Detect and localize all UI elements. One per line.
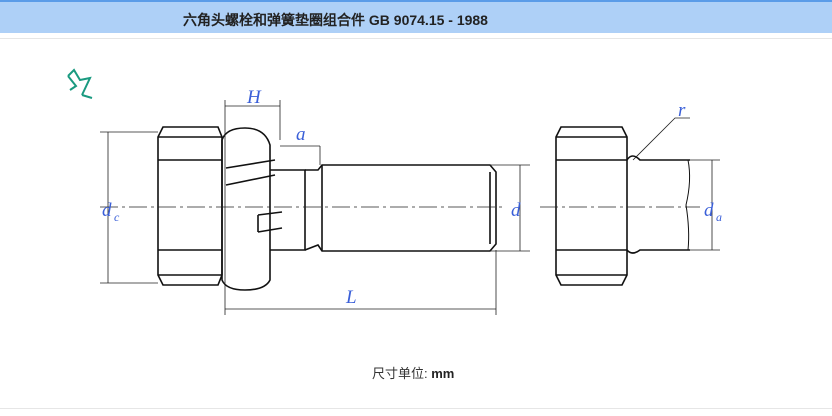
label-H: H	[246, 87, 262, 108]
bolt-head	[157, 126, 223, 286]
spring-washer	[221, 127, 271, 291]
pin-icon[interactable]	[67, 68, 93, 99]
label-da: d	[704, 200, 714, 221]
label-d: d	[511, 200, 521, 221]
label-a: a	[296, 124, 306, 145]
divider-bottom	[0, 408, 832, 409]
label-dc: d	[102, 200, 112, 221]
bolt-head-side	[555, 126, 628, 286]
divider	[0, 38, 832, 39]
unit-note: 尺寸单位: mm	[372, 363, 454, 382]
label-r: r	[678, 100, 686, 121]
unit-label: 尺寸单位:	[372, 366, 428, 381]
unit-value: mm	[431, 366, 455, 381]
header-bar: 六角头螺栓和弹簧垫圈组合件 GB 9074.15 - 1988	[0, 0, 832, 33]
bolt-shank	[304, 164, 497, 252]
label-dc-sub: c	[114, 210, 120, 224]
label-da-sub: a	[716, 210, 722, 224]
label-L: L	[345, 287, 357, 308]
page-title: 六角头螺栓和弹簧垫圈组合件 GB 9074.15 - 1988	[183, 12, 488, 28]
